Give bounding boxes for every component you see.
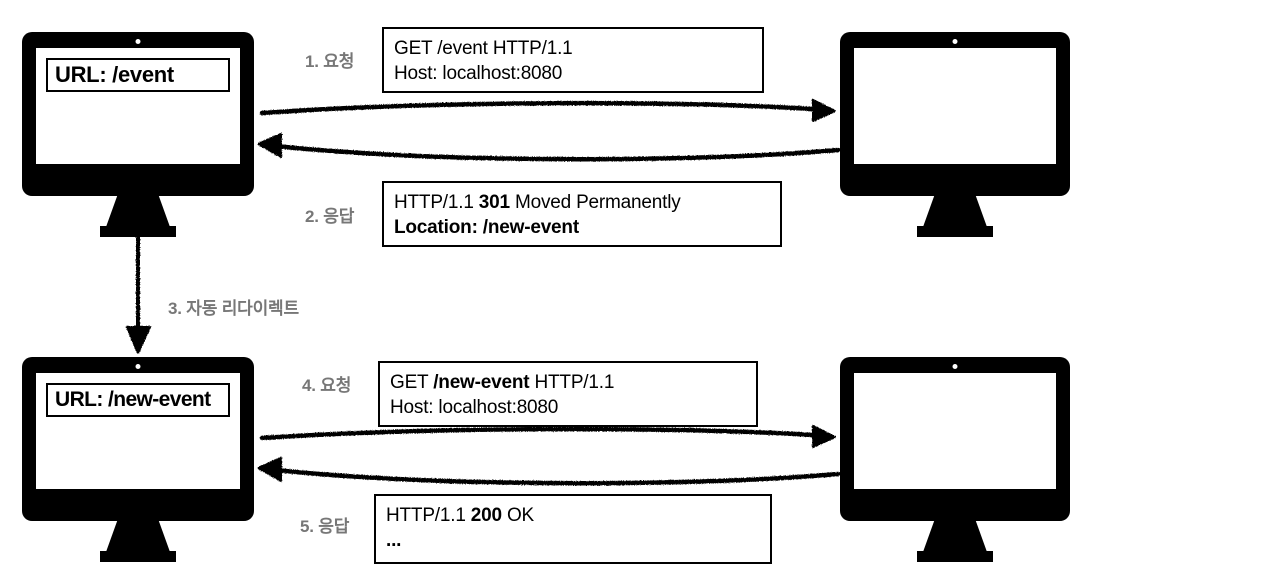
camera-dot-icon [135,39,141,44]
arrow-request-top [259,98,836,123]
camera-dot-icon [952,364,958,369]
monitor-screen [854,373,1056,489]
camera-dot-icon [135,364,141,369]
response-2-suffix: OK [501,505,535,526]
message-box-response-1: HTTP/1.1 301 Moved Permanently Location:… [382,181,782,247]
arrow-request-bottom [259,424,836,449]
url-bar-text: URL: /new-event [55,388,211,411]
monitor-stand-neck [923,520,987,552]
response-1-location-header: Location: /new-event [394,217,579,238]
request-2-line-1: GET /new-event HTTP/1.1 [390,370,746,395]
step-label-1: 1. 요청 [305,52,355,71]
request-1-line-2: Host: localhost:8080 [394,63,563,84]
response-1-suffix: Moved Permanently [509,192,681,213]
message-box-response-2: HTTP/1.1 200 OK ... [374,494,772,564]
url-bar-client-top[interactable]: URL: /event [46,58,230,92]
response-1-prefix: HTTP/1.1 [394,192,479,213]
step-label-2: 2. 응답 [305,207,355,226]
response-1-status-code: 301 [478,192,510,213]
monitor-stand-base [100,226,176,237]
response-1-line-1: HTTP/1.1 301 Moved Permanently [394,190,770,215]
response-2-body-ellipsis: ... [386,530,402,551]
response-2-status-code: 200 [470,505,502,526]
request-2-line-2: Host: localhost:8080 [390,397,559,418]
monitor-stand-neck [106,520,170,552]
monitor-stand-neck [923,195,987,227]
request-2-path: /new-event [433,372,530,393]
monitor-stand-base [100,551,176,562]
arrow-response-bottom [257,456,841,486]
response-2-line-1: HTTP/1.1 200 OK [386,503,760,528]
request-2-suffix: HTTP/1.1 [529,372,615,393]
monitor-screen: URL: /event [36,48,240,164]
request-1-prefix: GET /event HTTP/1.1 [394,38,573,59]
arrow-response-top [257,132,841,162]
step-label-5: 5. 응답 [300,517,350,536]
monitor-stand-base [917,551,993,562]
url-bar-client-bottom[interactable]: URL: /new-event [46,383,230,417]
camera-dot-icon [952,39,958,44]
message-box-request-2: GET /new-event HTTP/1.1 Host: localhost:… [378,361,758,427]
request-2-prefix: GET [390,372,434,393]
response-2-prefix: HTTP/1.1 [386,505,471,526]
step-label-4: 4. 요청 [302,376,352,395]
request-1-line-1: GET /event HTTP/1.1 [394,36,752,61]
url-bar-text: URL: /event [55,62,174,87]
monitor-stand-neck [106,195,170,227]
step-label-3: 3. 자동 리다이렉트 [168,299,299,318]
monitor-screen [854,48,1056,164]
monitor-stand-base [917,226,993,237]
monitor-screen: URL: /new-event [36,373,240,489]
message-box-request-1: GET /event HTTP/1.1 Host: localhost:8080 [382,27,764,93]
